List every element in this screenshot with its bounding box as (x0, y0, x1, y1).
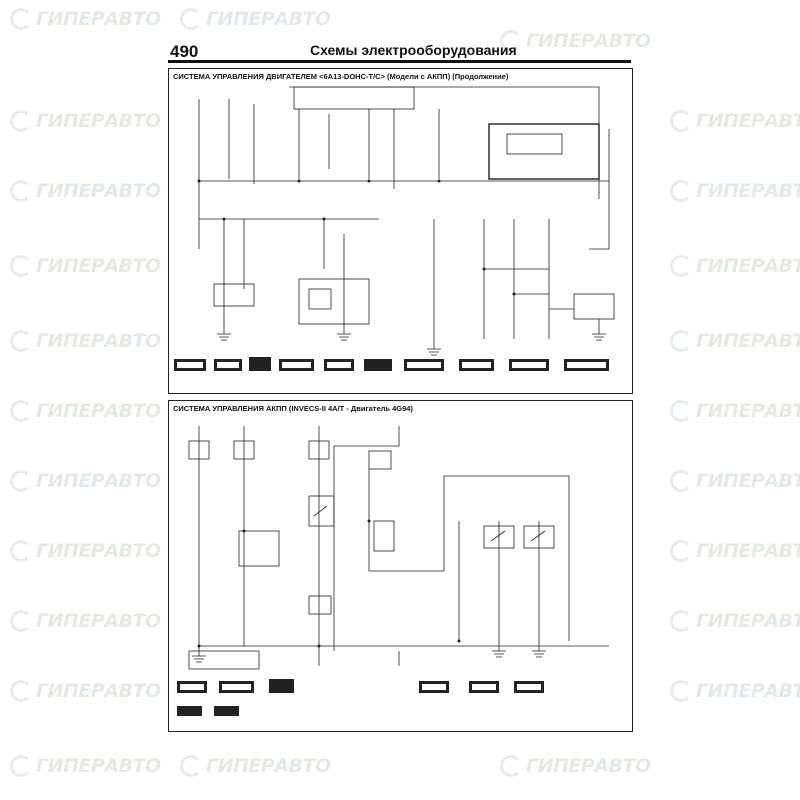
watermark-logo: ГИПЕРАВТО (10, 755, 161, 777)
watermark-logo: ГИПЕРАВТО (670, 255, 800, 277)
page-title: Схемы электрооборудования (310, 42, 517, 58)
panel-heading: СИСТЕМА УПРАВЛЕНИЯ ДВИГАТЕЛЕМ <6A13-DOHC… (173, 72, 509, 81)
watermark-logo: ГИПЕРАВТО (10, 8, 161, 30)
engine-control-wiring-diagram (174, 86, 615, 371)
watermark-logo: ГИПЕРАВТО (670, 180, 800, 202)
transmission-control-wiring-diagram (177, 426, 609, 716)
panel-heading: СИСТЕМА УПРАВЛЕНИЯ АКПП (INVECS-II 4A/T … (173, 404, 413, 413)
watermark-logo: ГИПЕРАВТО (10, 400, 161, 422)
transmission-control-diagram-panel: СИСТЕМА УПРАВЛЕНИЯ АКПП (INVECS-II 4A/T … (168, 400, 633, 732)
watermark-logo: ГИПЕРАВТО (670, 610, 800, 632)
watermark-logo: ГИПЕРАВТО (10, 470, 161, 492)
watermark-logo: ГИПЕРАВТО (670, 110, 800, 132)
watermark-logo: ГИПЕРАВТО (180, 755, 331, 777)
engine-control-diagram-panel: СИСТЕМА УПРАВЛЕНИЯ ДВИГАТЕЛЕМ <6A13-DOHC… (168, 68, 633, 394)
watermark-logo: ГИПЕРАВТО (10, 330, 161, 352)
watermark-logo: ГИПЕРАВТО (500, 30, 651, 52)
header-rule (168, 60, 631, 63)
watermark-logo: ГИПЕРАВТО (10, 255, 161, 277)
watermark-logo: ГИПЕРАВТО (10, 540, 161, 562)
watermark-logo: ГИПЕРАВТО (670, 680, 800, 702)
watermark-logo: ГИПЕРАВТО (10, 680, 161, 702)
watermark-logo: ГИПЕРАВТО (670, 330, 800, 352)
watermark-logo: ГИПЕРАВТО (670, 470, 800, 492)
watermark-logo: ГИПЕРАВТО (180, 8, 331, 30)
watermark-logo: ГИПЕРАВТО (10, 180, 161, 202)
watermark-logo: ГИПЕРАВТО (500, 755, 651, 777)
watermark-logo: ГИПЕРАВТО (670, 540, 800, 562)
watermark-logo: ГИПЕРАВТО (670, 400, 800, 422)
watermark-logo: ГИПЕРАВТО (10, 610, 161, 632)
watermark-logo: ГИПЕРАВТО (10, 110, 161, 132)
page-number: 490 (170, 42, 199, 61)
